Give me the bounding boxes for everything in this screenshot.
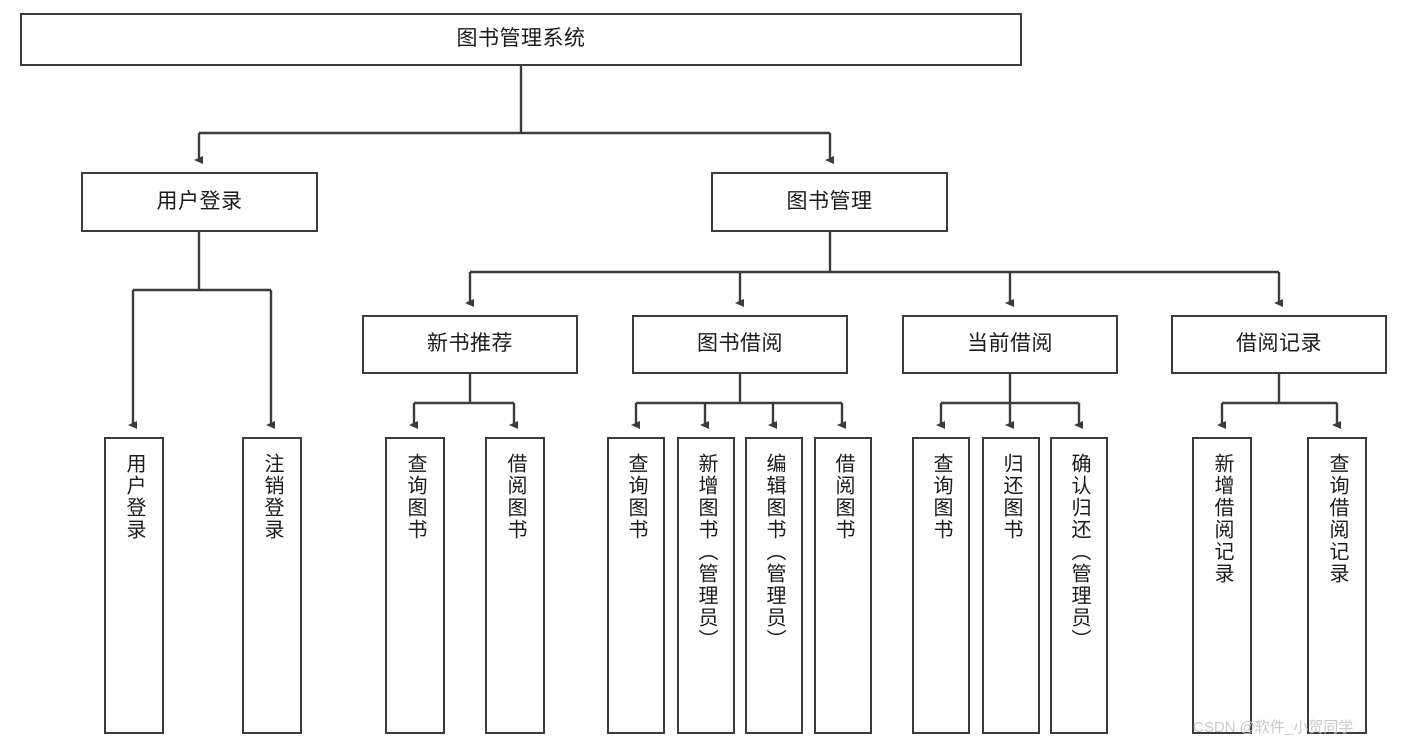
node-user-login[interactable]: 用户登录 <box>81 172 318 232</box>
node-label: 注销登录 <box>261 453 283 541</box>
node-label: 新书推荐 <box>427 332 513 356</box>
node-root-book-management-system[interactable]: 图书管理系统 <box>20 13 1022 66</box>
node-book-borrow[interactable]: 图书借阅 <box>632 315 848 374</box>
node-label: 借阅图书 <box>504 453 526 541</box>
leaf-logout-login[interactable]: 注销登录 <box>242 437 302 734</box>
leaf-edit-book-admin[interactable]: 编辑图书（管理员） <box>745 437 803 734</box>
leaf-return-book[interactable]: 归还图书 <box>982 437 1040 734</box>
node-label: 图书管理 <box>786 189 873 213</box>
node-label: 新增图书（管理员） <box>695 453 717 651</box>
leaf-query-borrow-record[interactable]: 查询借阅记录 <box>1307 437 1367 734</box>
node-label: 查询图书 <box>625 453 647 541</box>
node-label: 确认归还（管理员） <box>1068 453 1090 651</box>
node-label: 查询图书 <box>930 453 952 541</box>
node-label: 查询借阅记录 <box>1326 453 1348 585</box>
leaf-borrow-book[interactable]: 借阅图书 <box>814 437 872 734</box>
node-label: 查询图书 <box>404 453 426 541</box>
node-new-book-recommendation[interactable]: 新书推荐 <box>362 315 578 374</box>
node-label: 图书管理系统 <box>456 27 586 51</box>
leaf-borrow-book-recommend[interactable]: 借阅图书 <box>485 437 545 734</box>
leaf-query-book-current[interactable]: 查询图书 <box>912 437 970 734</box>
node-borrow-record[interactable]: 借阅记录 <box>1171 315 1387 374</box>
leaf-user-login[interactable]: 用户登录 <box>104 437 164 734</box>
leaf-query-book-borrow[interactable]: 查询图书 <box>607 437 665 734</box>
node-book-management[interactable]: 图书管理 <box>711 172 948 232</box>
node-label: 图书借阅 <box>697 332 783 356</box>
node-label: 新增借阅记录 <box>1211 453 1233 585</box>
node-current-borrow[interactable]: 当前借阅 <box>902 315 1118 374</box>
leaf-add-book-admin[interactable]: 新增图书（管理员） <box>677 437 735 734</box>
leaf-add-borrow-record[interactable]: 新增借阅记录 <box>1192 437 1252 734</box>
node-label: 用户登录 <box>156 189 243 213</box>
node-label: 借阅记录 <box>1236 332 1322 356</box>
node-label: 编辑图书（管理员） <box>763 453 785 651</box>
leaf-confirm-return-admin[interactable]: 确认归还（管理员） <box>1050 437 1108 734</box>
leaf-query-book-recommend[interactable]: 查询图书 <box>385 437 445 734</box>
node-label: 用户登录 <box>123 453 145 541</box>
node-label: 归还图书 <box>1000 453 1022 541</box>
node-label: 借阅图书 <box>832 453 854 541</box>
csdn-watermark: CSDN @软件_小贺同学 <box>1193 719 1354 736</box>
node-label: 当前借阅 <box>967 332 1053 356</box>
